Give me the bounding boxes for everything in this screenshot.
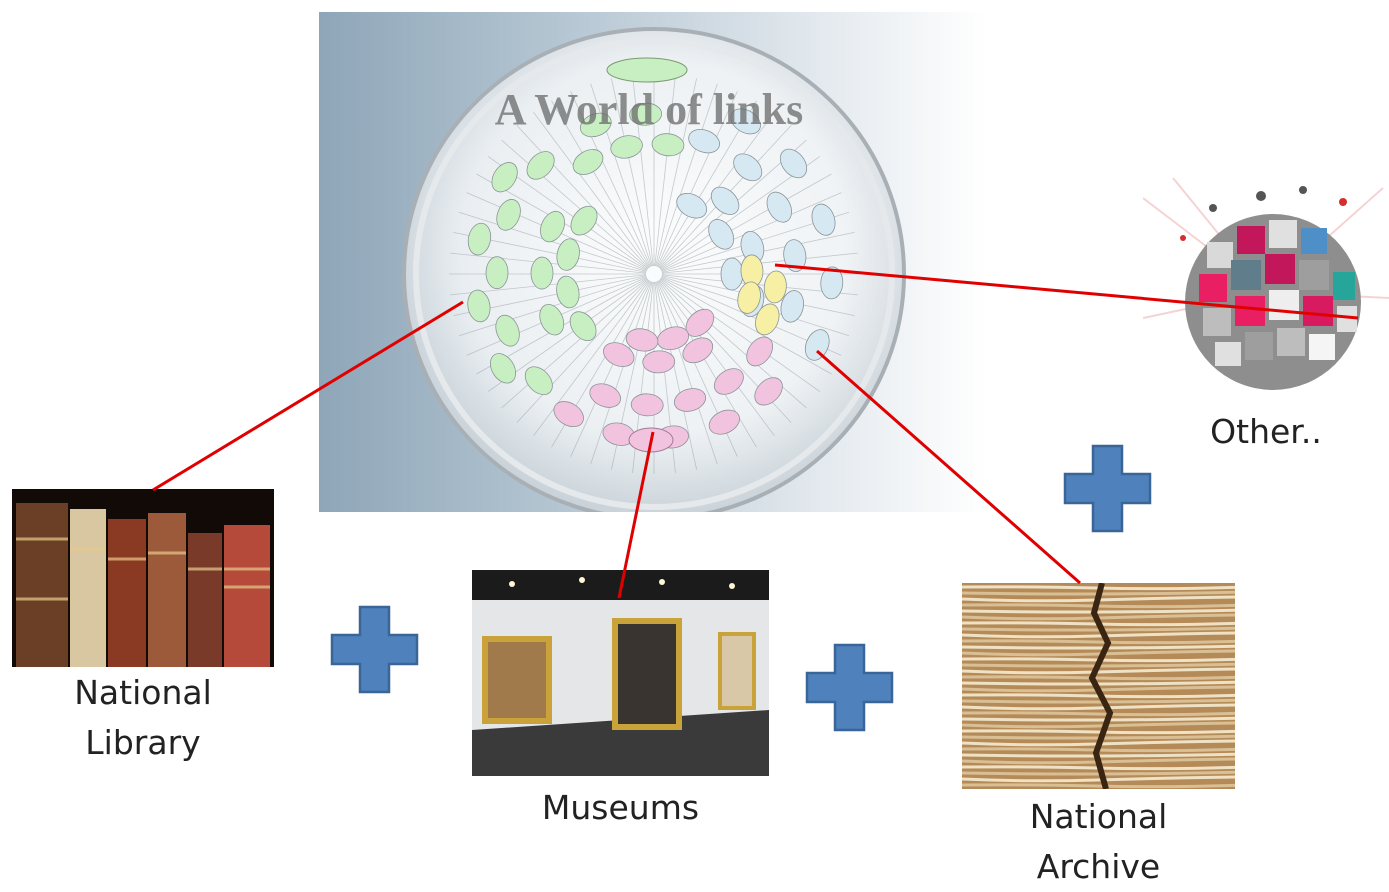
- media-globe-icon: [1143, 178, 1389, 390]
- world-of-links-panel: A World of links: [319, 12, 986, 512]
- world-globe-illustration: A World of links: [402, 27, 906, 512]
- national-library-label-line2: Library: [85, 723, 201, 762]
- gallery-icon: [472, 570, 769, 776]
- other-label-line1: Other..: [1210, 412, 1322, 451]
- paper-stack-icon: [962, 583, 1235, 789]
- national-archive-label-line1: National: [1029, 797, 1168, 836]
- national-archive-label: National Archive: [962, 792, 1235, 892]
- museums-image: [472, 570, 769, 776]
- national-library-label: National Library: [12, 668, 274, 768]
- books-icon: [12, 489, 274, 667]
- plus-icon: [330, 605, 419, 694]
- museums-label-line1: Museums: [541, 788, 700, 827]
- national-library-label-line1: National: [74, 673, 212, 712]
- national-archive-image: [962, 583, 1235, 789]
- world-of-links-title: A World of links: [495, 85, 804, 134]
- other-image: [1143, 178, 1389, 406]
- museums-label: Museums: [472, 783, 769, 833]
- national-archive-label-line2: Archive: [1036, 847, 1161, 886]
- other-label: Other..: [1143, 407, 1389, 457]
- plus-icon: [1063, 444, 1152, 533]
- plus-icon: [805, 643, 894, 732]
- national-library-image: [12, 489, 274, 667]
